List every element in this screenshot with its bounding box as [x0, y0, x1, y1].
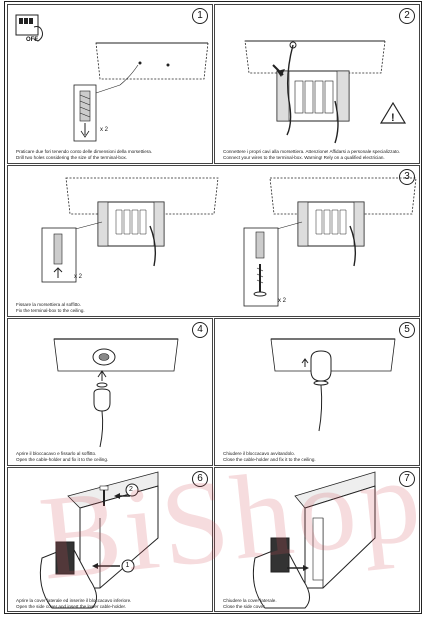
- instruction-sheet: 1 x 2 OFF Praticare due fori tenendo con…: [4, 1, 422, 614]
- step-3-caption: Fissare la morsettiera al soffitto. Fix …: [16, 302, 179, 314]
- step-5-illustration: [270, 338, 396, 432]
- arrow-1-marker: [121, 559, 135, 573]
- step-number: 7: [399, 471, 415, 487]
- caption-italian: Fissare la morsettiera al soffitto.: [16, 302, 82, 307]
- step-4-caption: Aprire il bloccacavo e fissarlo al soffi…: [16, 451, 204, 463]
- step-7-illustration: [252, 471, 376, 609]
- step-6-caption: Aprire la cover laterale ed inserire il …: [16, 598, 204, 610]
- step-number: 3: [399, 169, 415, 185]
- caption-italian: Connettere i propri cavi alla morsettier…: [223, 149, 401, 154]
- cable-holder: [93, 388, 111, 412]
- step-7-panel: 7 Chiudere la cover laterale. Close the …: [214, 467, 420, 612]
- step-1-caption: Praticare due fori tenendo conto delle d…: [16, 149, 204, 161]
- step-4-panel: 4 Aprire il bloccacavo e fissarlo al sof…: [7, 318, 213, 466]
- step-number: 5: [399, 322, 415, 338]
- switch-label: OFF: [26, 37, 38, 43]
- caption-italian: Chiudere il bloccacavo avvitandolo.: [223, 451, 296, 456]
- hand-icon: [252, 545, 310, 609]
- caption-english: Close the cable-holder and fix it to the…: [223, 457, 316, 462]
- arrow-2-marker: [125, 483, 139, 497]
- step-1-illustration: [15, 14, 209, 142]
- caption-italian: Aprire la cover laterale ed inserire il …: [16, 598, 132, 603]
- step-2-panel: 2 ! Connettere i propri cavi alla morset…: [214, 4, 420, 164]
- svg-text:!: !: [391, 112, 395, 124]
- terminal-box-left: [97, 201, 165, 247]
- caption-english: Close the side cover.: [223, 604, 266, 609]
- caption-english: Open the cable-holder and fix it to the …: [16, 457, 109, 462]
- step-2-caption: Connettere i propri cavi alla morsettier…: [223, 149, 411, 161]
- side-cover: [270, 537, 290, 573]
- step-number: 6: [192, 471, 208, 487]
- caption-english: Fix the terminal-box to the ceiling.: [16, 308, 85, 313]
- step-5-panel: 5 Chiudere il bloccacavo avvitandolo. Cl…: [214, 318, 420, 466]
- caption-italian: Chiudere la cover laterale.: [223, 598, 277, 603]
- side-cover: [55, 541, 75, 575]
- caption-english: Connect your wires to the terminal-box. …: [223, 155, 385, 160]
- step-1-panel: 1 x 2 OFF Praticare due fori tenendo con…: [7, 4, 213, 164]
- caption-english: Open the side cover and insert the lower…: [16, 604, 127, 609]
- caption-english: Drill two holes considering the size of …: [16, 155, 128, 160]
- arrow-1-label: 1: [125, 562, 130, 569]
- quantity-label-left: x 2: [74, 274, 83, 280]
- caption-italian: Praticare due fori tenendo conto delle d…: [16, 149, 153, 154]
- cable-holder-closed: [310, 350, 332, 382]
- hand-icon: [39, 545, 97, 609]
- step-6-illustration: [39, 471, 159, 609]
- quantity-label: x 2: [100, 127, 109, 133]
- step-number: 2: [399, 8, 415, 24]
- quantity-label-right: x 2: [278, 298, 287, 304]
- hand-icon: [33, 26, 43, 42]
- step-6-panel: 6 2 1 Aprire la cover laterale ed inseri…: [7, 467, 213, 612]
- arrow-2-label: 2: [129, 486, 133, 493]
- step-4-illustration: [53, 338, 179, 448]
- step-5-caption: Chiudere il bloccacavo avvitandolo. Clos…: [223, 451, 411, 463]
- step-7-caption: Chiudere la cover laterale. Close the si…: [223, 598, 411, 610]
- step-number: 1: [192, 8, 208, 24]
- caption-italian: Aprire il bloccacavo e fissarlo al soffi…: [16, 451, 97, 456]
- step-2-illustration: !: [244, 40, 407, 144]
- warning-icon: [379, 101, 407, 124]
- step-3-panel: 3 x 2 x 2: [7, 165, 420, 317]
- step-3-illustration: [41, 177, 417, 307]
- step-number: 4: [192, 322, 208, 338]
